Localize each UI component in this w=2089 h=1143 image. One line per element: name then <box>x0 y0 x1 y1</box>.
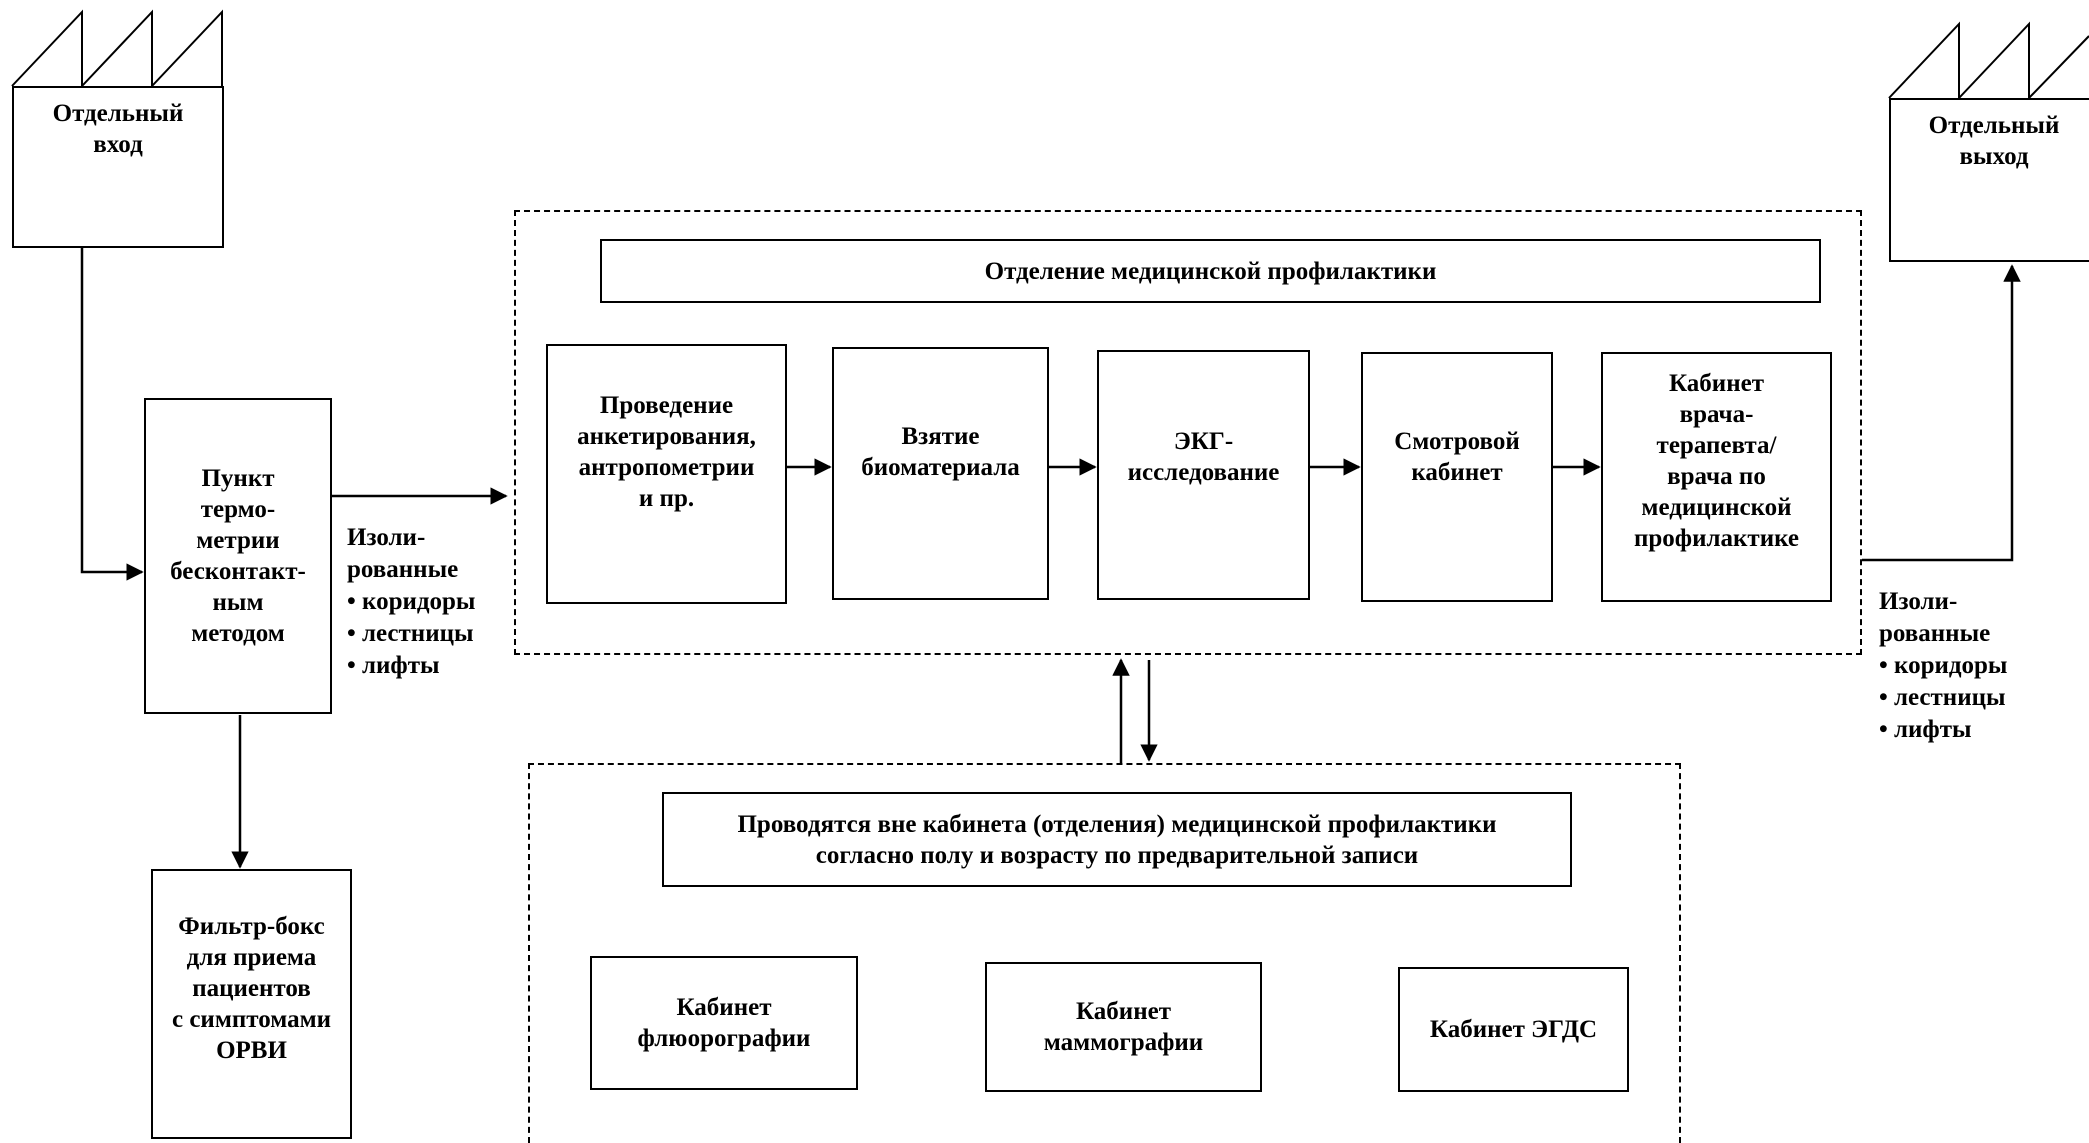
room-mammography-box: Кабинет маммографии <box>985 962 1262 1092</box>
right-isolated-heading: Изоли- рованные <box>1879 588 1991 647</box>
step-ecg-box: ЭКГ- исследование <box>1097 350 1310 600</box>
left-isolated-label: Изоли- рованные • коридоры • лестницы • … <box>347 522 475 682</box>
thermometry-box: Пункт термо- метрии бесконтакт- ным мето… <box>144 398 332 714</box>
exit-roof <box>1888 21 2089 101</box>
left-isolated-heading: Изоли- рованные <box>347 524 459 583</box>
right-isolated-item: • коридоры <box>1879 652 2008 679</box>
left-isolated-item: • лифты <box>347 652 440 679</box>
right-isolated-label: Изоли- рованные • коридоры • лестницы • … <box>1879 586 2007 746</box>
room-egds-box: Кабинет ЭГДС <box>1398 967 1629 1092</box>
step-exam-room-box: Смотровой кабинет <box>1361 352 1553 602</box>
exit-box: Отдельный выход <box>1889 98 2089 262</box>
arrow-department-to-exit <box>1862 264 2021 562</box>
step-biomaterial-box: Взятие биоматериала <box>832 347 1049 600</box>
left-isolated-item: • коридоры <box>347 588 476 615</box>
filter-box: Фильтр-бокс для приема пациентов с симпт… <box>151 869 352 1139</box>
arrow-entrance-to-thermometry <box>80 246 144 581</box>
department-title: Отделение медицинской профилактики <box>600 239 1821 303</box>
step-therapist-box: Кабинет врача- терапевта/ врача по медиц… <box>1601 352 1832 602</box>
entrance-roof <box>11 9 223 89</box>
step-questionnaire-box: Проведение анкетирования, антропометрии … <box>546 344 787 604</box>
room-fluorography-box: Кабинет флюорографии <box>590 956 858 1090</box>
right-isolated-item: • лифты <box>1879 716 1972 743</box>
left-isolated-item: • лестницы <box>347 620 474 647</box>
entrance-box: Отдельный вход <box>12 86 224 248</box>
department-region <box>514 210 1862 655</box>
external-region <box>528 763 1681 1143</box>
right-isolated-item: • лестницы <box>1879 684 2006 711</box>
external-title: Проводятся вне кабинета (отделения) меди… <box>662 792 1572 887</box>
